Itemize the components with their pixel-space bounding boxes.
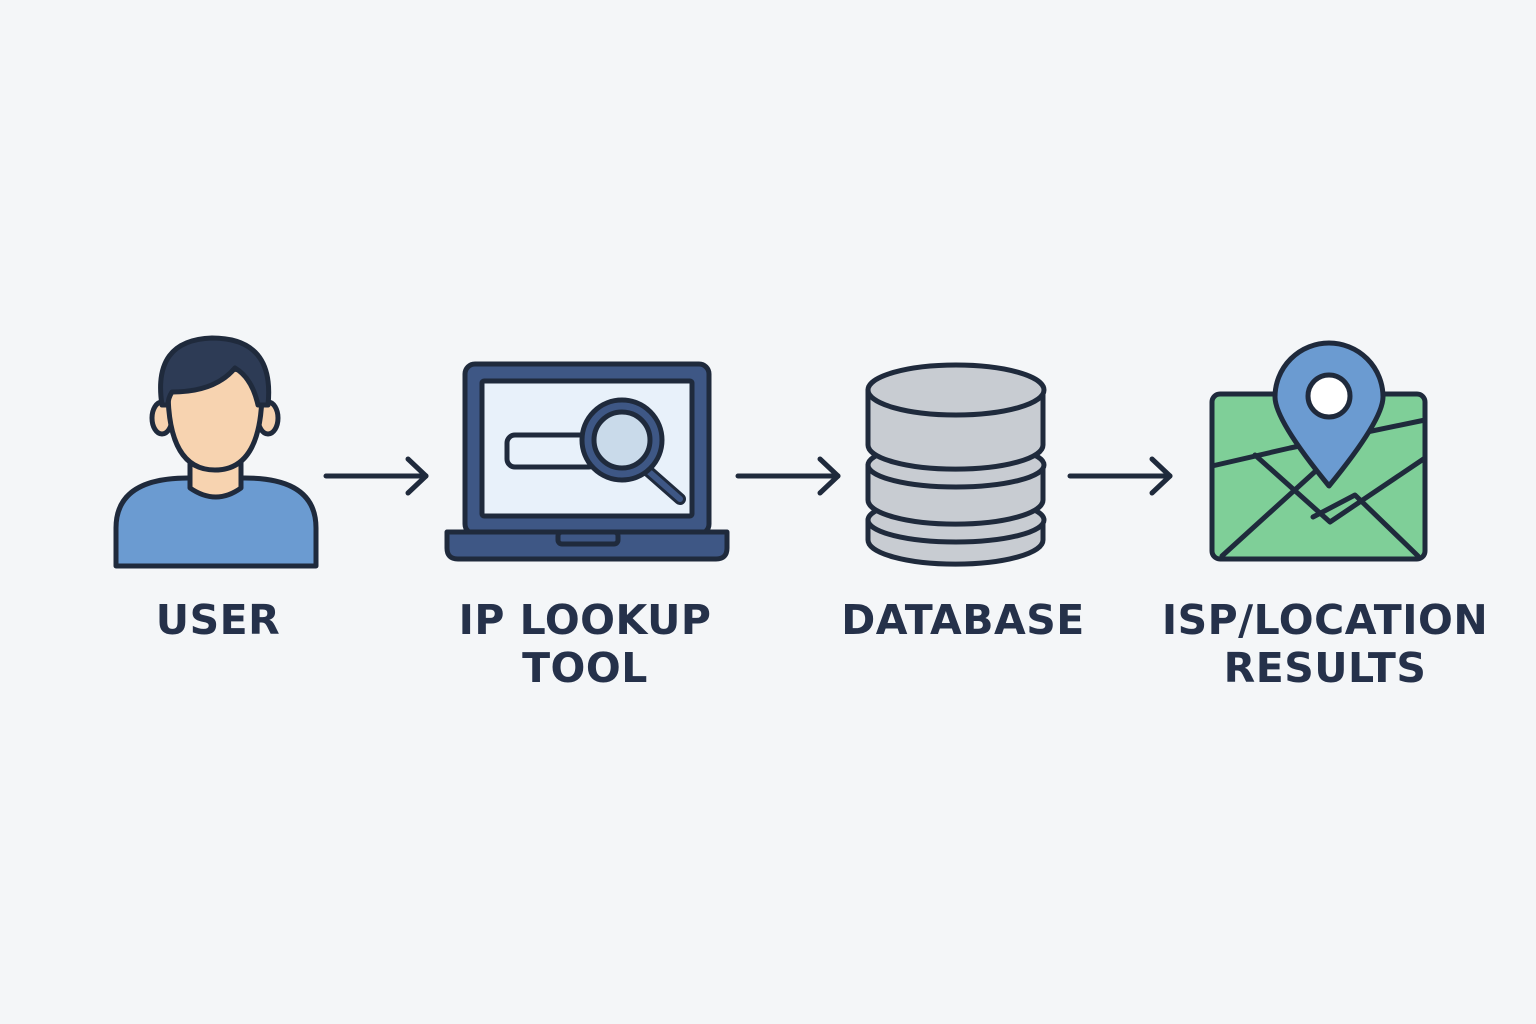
step-label-line: USER [155, 596, 281, 644]
step-label-line: IP LOOKUP [458, 596, 712, 644]
user-shoulders [113, 475, 319, 569]
step-label-ip-lookup-tool: IP LOOKUP TOOL [435, 596, 735, 692]
step-label-line: DATABASE [841, 596, 1085, 644]
database-icon [865, 362, 1047, 567]
step-label-line: TOOL [522, 644, 648, 692]
user-hair [158, 335, 272, 408]
arrow-database-to-results [1067, 456, 1173, 496]
laptop-trackpad-notch [555, 529, 621, 547]
step-label-user: USER [68, 596, 368, 644]
location-pin-hole [1305, 372, 1353, 420]
step-label-isp-location-results: ISP/LOCATION RESULTS [1155, 596, 1495, 692]
arrow-tool-to-database [735, 456, 841, 496]
map-roads [1209, 417, 1428, 559]
step-label-line: ISP/LOCATION [1161, 596, 1489, 644]
user-icon [113, 335, 319, 569]
step-label-database: DATABASE [813, 596, 1113, 644]
step-label-line: RESULTS [1223, 644, 1427, 692]
magnifier-lens [591, 409, 653, 471]
map-pin-icon [1209, 340, 1428, 562]
arrow-user-to-tool [323, 456, 429, 496]
laptop-search-icon [444, 361, 730, 562]
database-top-cap [865, 362, 1047, 418]
